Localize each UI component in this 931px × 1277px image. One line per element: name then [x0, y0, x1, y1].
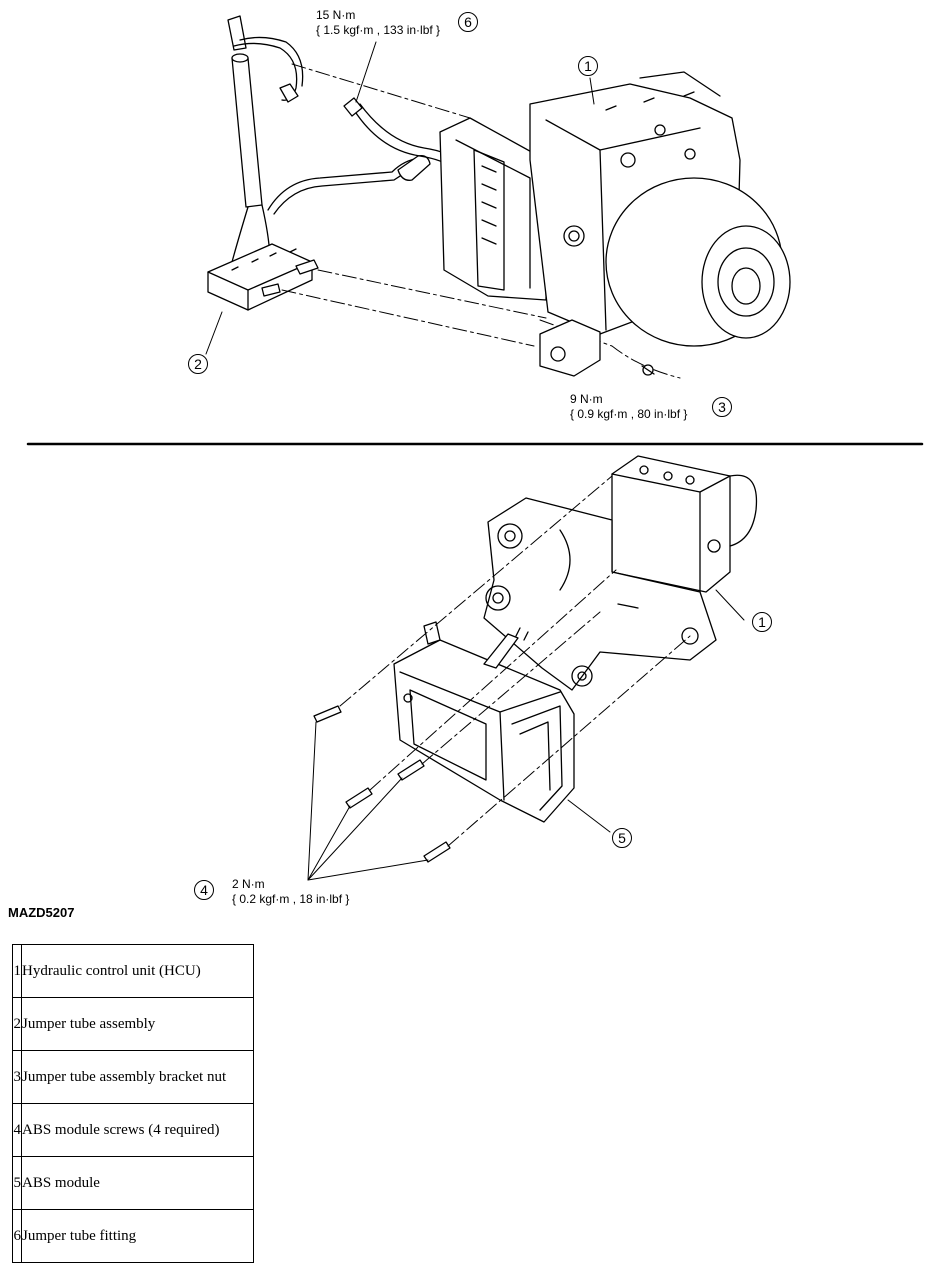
legend-number: 1	[12, 944, 22, 998]
jumper-tube-assembly	[207, 15, 459, 311]
table-row: 2 Jumper tube assembly	[12, 997, 254, 1051]
legend-number: 6	[12, 1209, 22, 1263]
leader-lines-top	[205, 41, 595, 355]
torque-fitting-alt: { 1.5 kgf·m , 133 in·lbf }	[316, 23, 441, 37]
callout-3: 3	[712, 397, 732, 417]
callout-4: 4	[194, 880, 214, 900]
table-row: 6 Jumper tube fitting	[12, 1209, 254, 1263]
legend-number: 3	[12, 1050, 22, 1104]
legend-text: Jumper tube assembly	[21, 997, 254, 1051]
hcu-assembly-top	[439, 71, 791, 377]
legend-number: 4	[12, 1103, 22, 1157]
torque-fitting-nm: 15 N·m	[316, 8, 356, 22]
torque-bracket-nut-nm: 9 N·m	[570, 392, 603, 406]
legend-number: 2	[12, 997, 22, 1051]
legend-text: ABS module	[21, 1156, 254, 1210]
torque-bracket-nut-alt: { 0.9 kgf·m , 80 in·lbf }	[570, 407, 688, 421]
legend-text: ABS module screws (4 required)	[21, 1103, 254, 1157]
assembly-lines-bottom	[339, 475, 691, 847]
module-screws	[313, 705, 451, 863]
parts-legend-table: 1 Hydraulic control unit (HCU) 2 Jumper …	[12, 944, 254, 1263]
torque-screws-alt: { 0.2 kgf·m , 18 in·lbf }	[232, 892, 350, 906]
callout-6: 6	[458, 12, 478, 32]
table-row: 5 ABS module	[12, 1156, 254, 1210]
callout-5: 5	[612, 828, 632, 848]
callout-2: 2	[188, 354, 208, 374]
legend-text: Hydraulic control unit (HCU)	[21, 944, 254, 998]
legend-number: 5	[12, 1156, 22, 1210]
legend-text: Jumper tube fitting	[21, 1209, 254, 1263]
leader-lines-bottom	[307, 589, 745, 881]
table-row: 1 Hydraulic control unit (HCU)	[12, 944, 254, 998]
table-row: 4 ABS module screws (4 required)	[12, 1103, 254, 1157]
abs-module-bottom	[393, 621, 575, 823]
legend-text: Jumper tube assembly bracket nut	[21, 1050, 254, 1104]
table-row: 3 Jumper tube assembly bracket nut	[12, 1050, 254, 1104]
torque-screws-nm: 2 N·m	[232, 877, 265, 891]
hcu-assembly-bottom	[483, 455, 758, 691]
assembly-lines-top	[281, 63, 681, 379]
callout-1-top: 1	[578, 56, 598, 76]
callout-1-bottom: 1	[752, 612, 772, 632]
figure-code: MAZD5207	[8, 905, 75, 920]
